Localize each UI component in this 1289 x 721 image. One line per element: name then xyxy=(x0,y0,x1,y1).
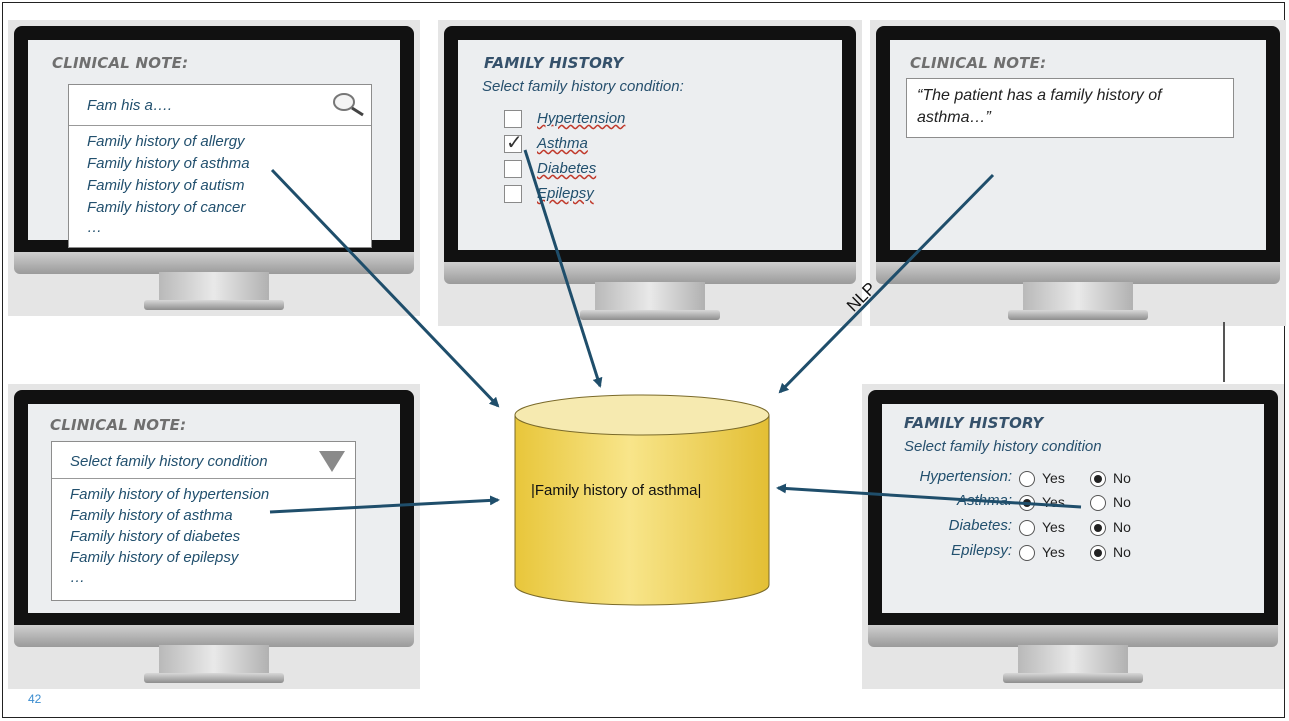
list-item[interactable]: Family history of asthma xyxy=(70,507,233,524)
no-label: No xyxy=(1113,544,1131,560)
list-item[interactable]: Family history of diabetes xyxy=(70,528,241,545)
list-item[interactable]: … xyxy=(87,219,102,236)
no-label: No xyxy=(1113,519,1131,535)
select-condition-label: Select family history condition: xyxy=(482,78,684,95)
dropdown-select-label[interactable]: Select family history condition xyxy=(70,453,268,470)
note-text-box[interactable]: “The patient has a family history of ast… xyxy=(906,78,1234,138)
yes-label: Yes xyxy=(1042,544,1065,560)
no-label: No xyxy=(1113,494,1131,510)
option-label: Diabetes xyxy=(537,160,597,177)
search-input[interactable]: Fam his a…. xyxy=(87,97,173,114)
yes-label: Yes xyxy=(1042,470,1065,486)
clinical-note-heading: CLINICAL NOTE: xyxy=(50,416,187,434)
monitor-dropdown: CLINICAL NOTE: Select family history con… xyxy=(8,384,420,689)
list-item[interactable]: Family history of epilepsy xyxy=(70,549,239,566)
family-history-heading: FAMILY HISTORY xyxy=(904,414,1044,432)
radio-no[interactable] xyxy=(1090,495,1106,511)
dropdown-box[interactable]: Select family history condition Family h… xyxy=(51,441,356,601)
option-label: Hypertension xyxy=(537,110,626,127)
checkbox-diabetes[interactable] xyxy=(504,160,522,178)
monitor-free-text: CLINICAL NOTE: “The patient has a family… xyxy=(870,20,1286,326)
checkmark-icon: ✓ xyxy=(506,132,523,154)
radio-no[interactable] xyxy=(1090,471,1106,487)
list-item[interactable]: Family history of autism xyxy=(87,177,245,194)
connector-line xyxy=(1223,322,1225,382)
list-item[interactable]: Family history of hypertension xyxy=(70,486,270,503)
search-icon[interactable] xyxy=(327,89,367,119)
monitor-autocomplete: CLINICAL NOTE: Fam his a…. Family histor… xyxy=(8,20,420,316)
radio-yes[interactable] xyxy=(1019,520,1035,536)
autocomplete-box[interactable]: Fam his a…. Family history of allergy Fa… xyxy=(68,84,372,248)
database-label: |Family history of asthma| xyxy=(531,482,702,499)
yes-label: Yes xyxy=(1042,494,1065,510)
radio-no[interactable] xyxy=(1090,520,1106,536)
note-text: “The patient has a family history of ast… xyxy=(917,87,1162,126)
chevron-down-icon[interactable] xyxy=(317,448,347,474)
monitor-radio: FAMILY HISTORY Select family history con… xyxy=(862,384,1284,689)
list-item[interactable]: … xyxy=(70,569,85,586)
no-label: No xyxy=(1113,470,1131,486)
list-item[interactable]: Family history of allergy xyxy=(87,133,245,150)
list-item[interactable]: Family history of asthma xyxy=(87,155,250,172)
family-history-heading: FAMILY HISTORY xyxy=(484,54,624,72)
list-item[interactable]: Family history of cancer xyxy=(87,199,246,216)
clinical-note-heading: CLINICAL NOTE: xyxy=(910,54,1047,72)
radio-yes[interactable] xyxy=(1019,545,1035,561)
condition-label: Asthma: xyxy=(956,492,1012,509)
select-condition-label: Select family history condition xyxy=(904,438,1102,455)
option-label: Epilepsy xyxy=(537,185,594,202)
radio-yes[interactable] xyxy=(1019,495,1035,511)
radio-yes[interactable] xyxy=(1019,471,1035,487)
condition-label: Diabetes: xyxy=(948,517,1012,534)
checkbox-asthma[interactable]: ✓ xyxy=(504,132,523,154)
radio-no[interactable] xyxy=(1090,545,1106,561)
yes-label: Yes xyxy=(1042,519,1065,535)
clinical-note-heading: CLINICAL NOTE: xyxy=(52,54,189,72)
checkbox-hypertension[interactable] xyxy=(504,110,522,128)
monitor-checkbox: FAMILY HISTORY Select family history con… xyxy=(438,20,862,326)
condition-label: Epilepsy: xyxy=(951,542,1012,559)
condition-label: Hypertension: xyxy=(919,468,1012,485)
checkbox-epilepsy[interactable] xyxy=(504,185,522,203)
option-label: Asthma xyxy=(537,135,588,152)
page-number: 42 xyxy=(28,692,42,706)
